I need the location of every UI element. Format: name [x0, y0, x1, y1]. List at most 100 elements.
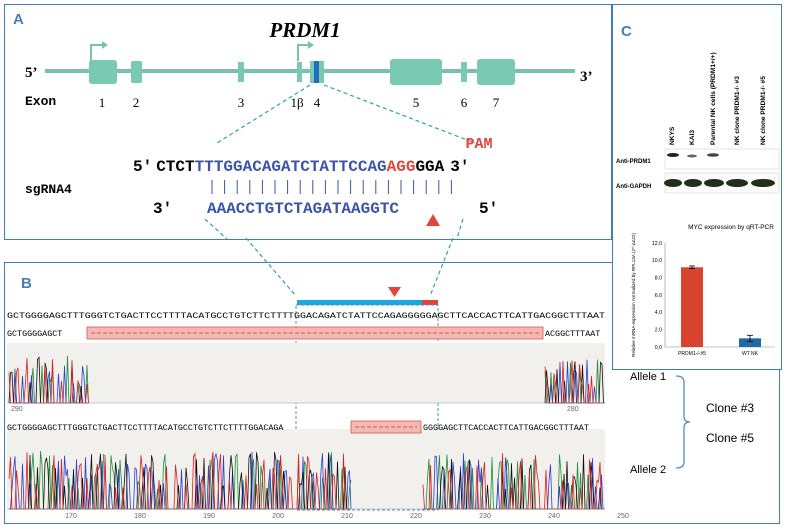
blot-prdm1 — [664, 148, 780, 170]
promoter-arrow-1 — [90, 44, 105, 61]
chart-ylabel: Relative mRNA expression normalized by R… — [631, 233, 636, 357]
allele1-seq-left: GCTGGGGAGCT — [7, 329, 62, 339]
bottom-tick-label: 240 — [548, 513, 560, 520]
edit-region-box — [295, 304, 439, 511]
exon-label-7: 7 — [493, 95, 500, 110]
band-prdm1-parental — [707, 153, 719, 157]
legend-bracket — [675, 375, 691, 469]
bar-1 — [739, 338, 761, 347]
exon-label-3: 3 — [238, 95, 245, 110]
sgrna-label: sgRNA4 — [25, 182, 72, 197]
gene-5prime: 5’ — [25, 65, 38, 81]
chromatogram-bg-1 — [7, 343, 605, 403]
exon-label-1: 1 — [99, 95, 106, 110]
seq-top-tail: GGA — [415, 158, 444, 176]
seq-top: 5′CTCTTTTGGACAGATCTATTCCAGAGGGGA 3′ — [133, 158, 469, 176]
zoom-line-left — [216, 84, 311, 144]
y-tick-label: 6.0 — [655, 293, 662, 299]
sgrna-bar — [297, 300, 422, 305]
bottom-tick-label: 210 — [341, 513, 353, 520]
promoter-arrowhead-2 — [308, 41, 314, 49]
seq-top-5prime: 5′ — [133, 158, 152, 176]
western-and-qpcr: NKYS KAI3 Parental NK cells (PRDM1+/+) NK c… — [616, 52, 780, 357]
reference-sequence: GCTGGGGAGCTTTGGGTCTGACTTCCTTTTACATGCCTGT… — [7, 311, 605, 321]
band-prdm1-kai3 — [687, 154, 697, 158]
pam-bar — [422, 300, 438, 305]
allele1-label: Allele 1 — [630, 371, 666, 383]
band-gapdh-2 — [684, 179, 702, 187]
blot-prdm1-label: Anti-PRDM1 — [616, 159, 651, 165]
allele2-seq-right: GGGGAGCTTCACCACTTCATTGACGGCTTTAAT — [423, 423, 589, 433]
allele1-seq-right: ACGGCTTTAAT — [545, 329, 600, 339]
bottom-tick-label: 200 — [272, 513, 284, 520]
seq-top-pam: AGG — [387, 158, 416, 176]
exon-title: Exon — [25, 94, 56, 109]
base-pair-ticks — [211, 180, 452, 194]
seq-top-flank: CTCT — [156, 158, 195, 176]
seq-bottom-sgrna: AAACCTGTCTAGATAAGGTC — [207, 200, 399, 218]
promoter-arrowhead-1 — [102, 41, 108, 49]
y-tick-label: 0.0 — [655, 345, 662, 351]
tick-280: 280 — [567, 406, 579, 413]
bottom-tick-label: 190 — [203, 513, 215, 520]
y-tick-label: 8.0 — [655, 275, 662, 281]
allele-legend: Allele 1 Allele 2 Clone #3 Clone #5 — [630, 371, 754, 476]
sgrna-target-mark — [314, 61, 319, 83]
bottom-tick-label: 170 — [65, 513, 77, 520]
exon-1 — [89, 60, 117, 84]
category-label: WT NK — [742, 351, 759, 357]
exon-label-5: 5 — [413, 95, 420, 110]
exon-label-1b: 1β — [290, 95, 304, 110]
bottom-tick-label: 250 — [617, 513, 629, 520]
exon-1b — [297, 62, 302, 82]
seq-top-protospacer: TTTGGACAGATCTATTCCAG — [195, 158, 387, 176]
lane-label: NK clone PRDM1-/- #5 — [760, 76, 767, 145]
panel-a: A PRDM1 5’ 3’ Exon 1 2 3 1β 4 5 6 7 — [4, 4, 612, 240]
exon-2 — [131, 61, 142, 83]
band-gapdh-1 — [664, 179, 682, 187]
bar-0 — [681, 267, 703, 347]
bottom-tick-label: 220 — [410, 513, 422, 520]
allele2-label: Allele 2 — [630, 464, 666, 476]
panel-c-label: C — [621, 23, 632, 40]
pam-label: PAM — [465, 136, 492, 153]
connector-left — [245, 238, 297, 297]
band-prdm1-nkys — [667, 153, 679, 157]
band-gapdh-5 — [751, 179, 775, 187]
y-tick-label: 10.0 — [652, 258, 662, 264]
exon-7 — [477, 59, 515, 85]
y-tick-label: 2.0 — [655, 327, 662, 333]
zoom-line-b-left — [204, 218, 228, 239]
connector-right — [429, 238, 454, 297]
panel-a-label: A — [13, 11, 24, 28]
bottom-tick-label: 230 — [479, 513, 491, 520]
exon-3 — [238, 62, 244, 82]
seq-bottom-5prime: 5′ — [479, 200, 498, 218]
band-gapdh-3 — [704, 179, 724, 187]
gene-structure-diagram: PRDM1 5’ 3’ Exon 1 2 3 1β 4 5 6 7 PAM — [25, 18, 593, 239]
exon-6 — [461, 62, 467, 82]
chart-title: MYC expression by qRT-PCR — [688, 224, 774, 231]
y-tick-label: 4.0 — [655, 310, 662, 316]
exon-label-6: 6 — [461, 95, 468, 110]
clone5-label: Clone #5 — [706, 431, 754, 445]
zoom-line-b-right — [456, 218, 464, 239]
gene-title: PRDM1 — [268, 18, 340, 42]
zoom-line-right — [323, 84, 476, 144]
panel-b-label: B — [21, 275, 32, 292]
band-gapdh-4 — [726, 179, 748, 187]
tick-290: 290 — [11, 406, 23, 413]
clone3-label: Clone #3 — [706, 401, 754, 415]
lane-labels: NKYS KAI3 Parental NK cells (PRDM1+/+) NK c… — [669, 52, 767, 145]
lane-label: NKYS — [669, 126, 676, 145]
lane-label: KAI3 — [689, 130, 696, 145]
exon-5 — [390, 59, 442, 85]
sequencing-panel: GCTGGGGAGCTTTGGGTCTGACTTCCTTTTACATGCCTGT… — [7, 287, 629, 520]
lane-label: Parental NK cells (PRDM1+/+) — [710, 52, 717, 145]
seq-top-3prime: 3′ — [450, 158, 469, 176]
gene-3prime: 3’ — [580, 69, 593, 85]
exon-label-2: 2 — [133, 95, 140, 110]
